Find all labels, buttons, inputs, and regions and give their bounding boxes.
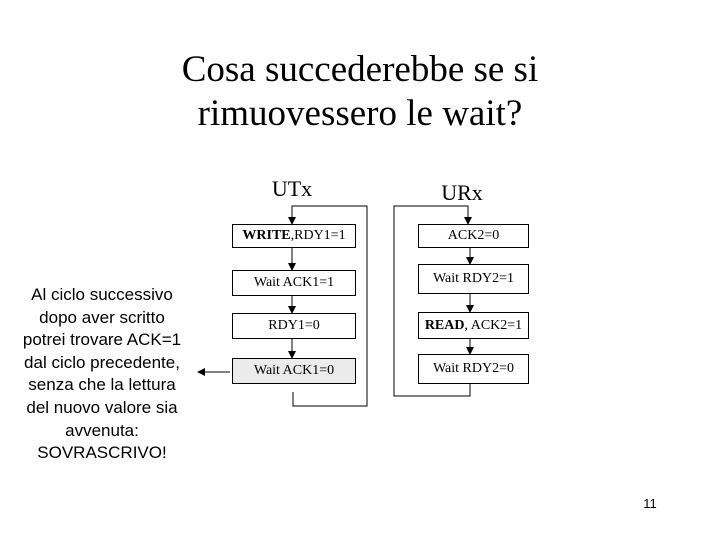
urx-loop-line <box>393 205 472 397</box>
slide-title: Cosa succederebbe se si rimuovessero le … <box>60 48 660 136</box>
utx-step-write-bold: WRITE <box>242 228 291 243</box>
urx-step-read-bold: READ <box>424 317 465 333</box>
note-line: avvenuta: <box>65 420 139 440</box>
utx-step-write: WRITE,RDY1=1 <box>232 224 356 248</box>
utx-step-wait-ack1-low: Wait ACK1=0 <box>232 358 356 384</box>
page-number: 11 <box>643 496 657 511</box>
urx-step-read-text: , ACK2=1 <box>464 317 523 333</box>
urx-step-wait-rdy2-high: Wait RDY2=1 <box>418 264 529 294</box>
note-line: dal ciclo precedente, <box>24 352 180 372</box>
utx-step-rdy1-low: RDY1=0 <box>232 313 356 339</box>
urx-step-read: READ, ACK2=1 <box>418 312 529 339</box>
title-line-1: Cosa succederebbe se si <box>181 49 539 90</box>
urx-step-ack2-low: ACK2=0 <box>418 224 529 248</box>
urx-header: URx <box>441 180 483 205</box>
title-line-2: rimuovessero le wait? <box>197 93 523 134</box>
note-line: Al ciclo successivo <box>31 285 173 304</box>
note-line: potrei trovare ACK=1 <box>22 330 182 350</box>
note-line: SOVRASCRIVO! <box>37 443 167 463</box>
utx-header: UTx <box>271 176 313 201</box>
urx-step-wait-rdy2-low: Wait RDY2=0 <box>418 354 529 384</box>
utx-loop-line <box>288 205 368 407</box>
note-line: senza che la lettura <box>28 375 176 395</box>
note-line: del nuovo valore sia <box>26 397 178 417</box>
utx-step-wait-ack1-high: Wait ACK1=1 <box>232 270 356 296</box>
utx-step-write-text: ,RDY1=1 <box>290 228 346 243</box>
overwrite-note: Al ciclo successivo dopo aver scritto po… <box>4 284 200 465</box>
note-line: dopo aver scritto <box>39 307 165 327</box>
